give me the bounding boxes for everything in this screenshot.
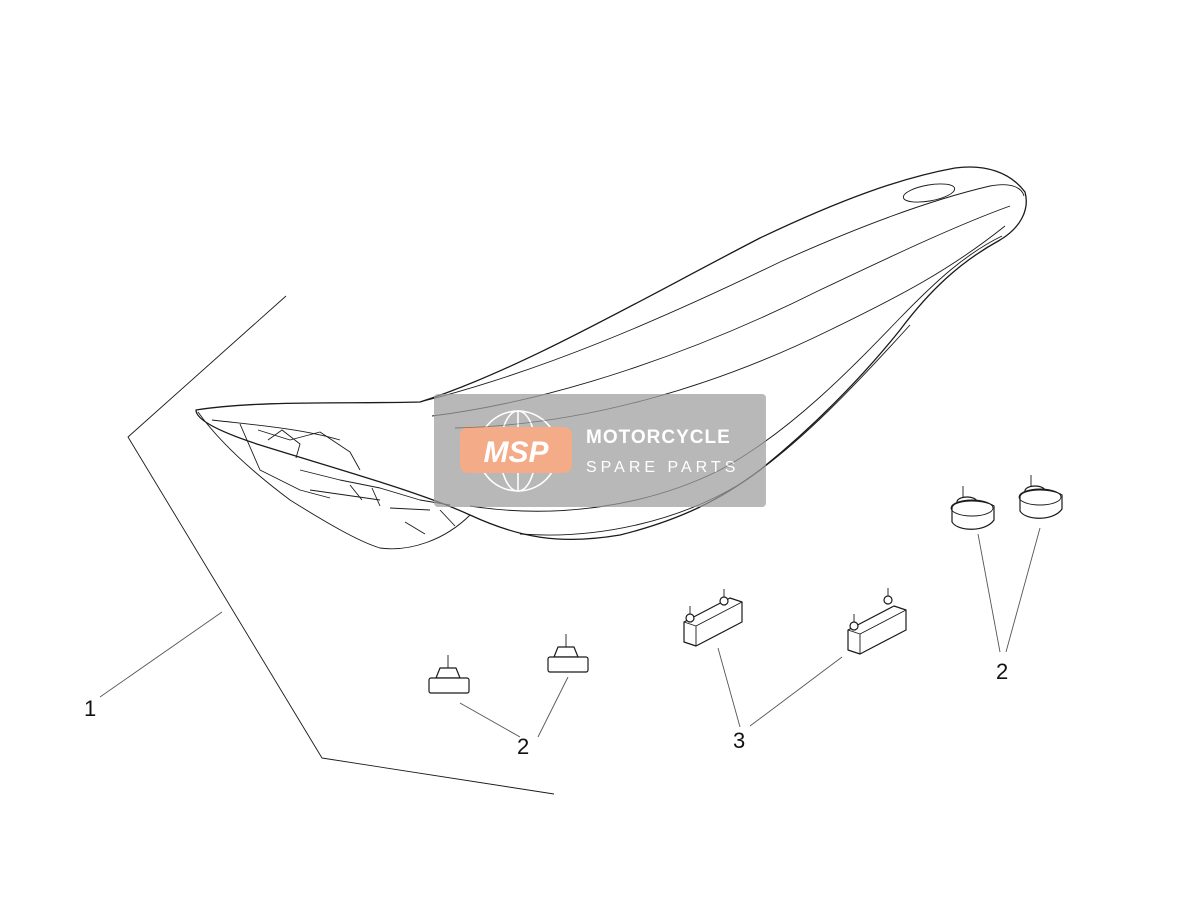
callout-2-left: 2 [517, 734, 529, 759]
bracket-pad-b [847, 588, 907, 655]
watermark-title: MOTORCYCLE [586, 427, 731, 448]
rubber-buffer-right-b [1018, 475, 1063, 519]
watermark-logo: MSP [483, 436, 549, 469]
watermark: MSP MOTORCYCLE SPARE PARTS [434, 394, 766, 507]
watermark-subtitle: SPARE PARTS [586, 459, 739, 476]
rubber-buffer-left-b [547, 634, 589, 673]
bracket-pad-a [683, 589, 743, 647]
rubber-buffer-right-a [950, 486, 995, 530]
callout-1: 1 [84, 696, 96, 721]
leader-lines [99, 527, 1041, 738]
watermark-logo-badge [460, 427, 572, 473]
seat-group-bracket [127, 295, 555, 795]
rubber-buffer-left-a [428, 655, 470, 694]
callout-2-right: 2 [996, 659, 1008, 684]
callout-3: 3 [733, 728, 745, 753]
